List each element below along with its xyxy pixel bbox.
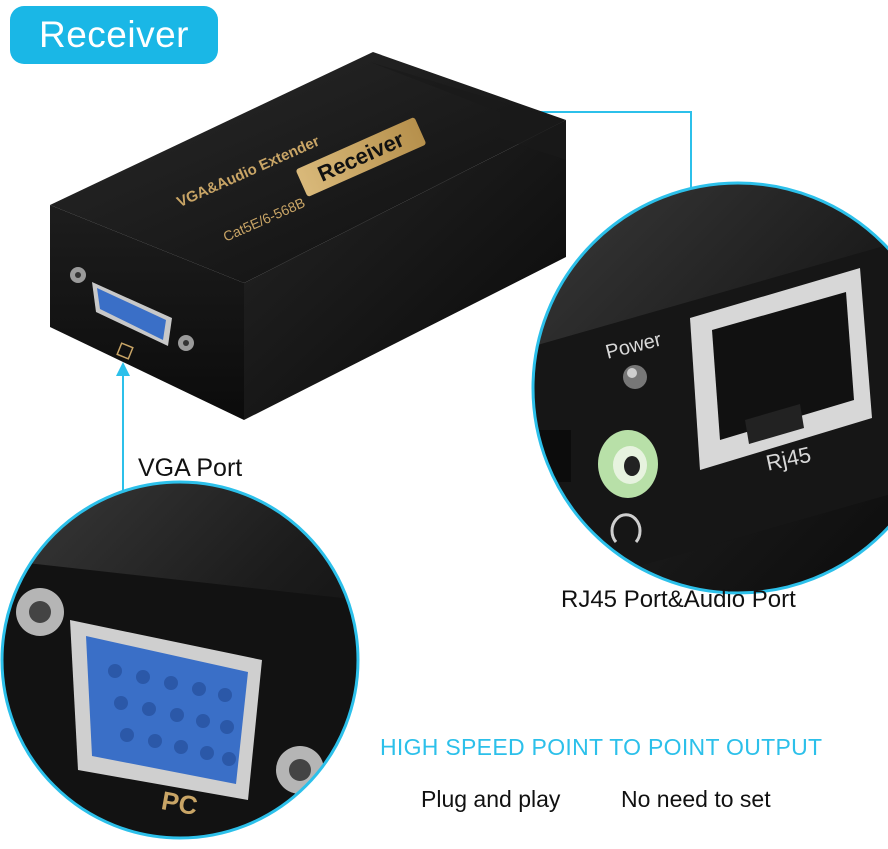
vga-port-caption: VGA Port xyxy=(138,454,243,482)
zoom-right-ring xyxy=(531,181,888,595)
receiver-device: Receiver VGA&Audio Extender Cat5E/6-568B xyxy=(50,52,566,420)
zoom-vga: PC xyxy=(2,482,358,838)
device-label-plate xyxy=(296,117,426,197)
rj45-audio-caption: RJ45 Port&Audio Port xyxy=(561,586,796,613)
zoom-rj45-audio: Rj45 Power xyxy=(533,183,888,593)
pc-label: PC xyxy=(159,785,200,821)
arrow-head-vga xyxy=(116,362,130,376)
no-setup-note: No need to set xyxy=(621,786,771,812)
headline: HIGH SPEED POINT TO POINT OUTPUT xyxy=(380,734,823,760)
device-side xyxy=(244,120,566,420)
device-vga-port xyxy=(97,288,166,340)
receiver-badge: Receiver xyxy=(10,6,218,64)
zoom-left-ring xyxy=(0,480,360,840)
plug-and-play-note: Plug and play xyxy=(421,786,561,812)
